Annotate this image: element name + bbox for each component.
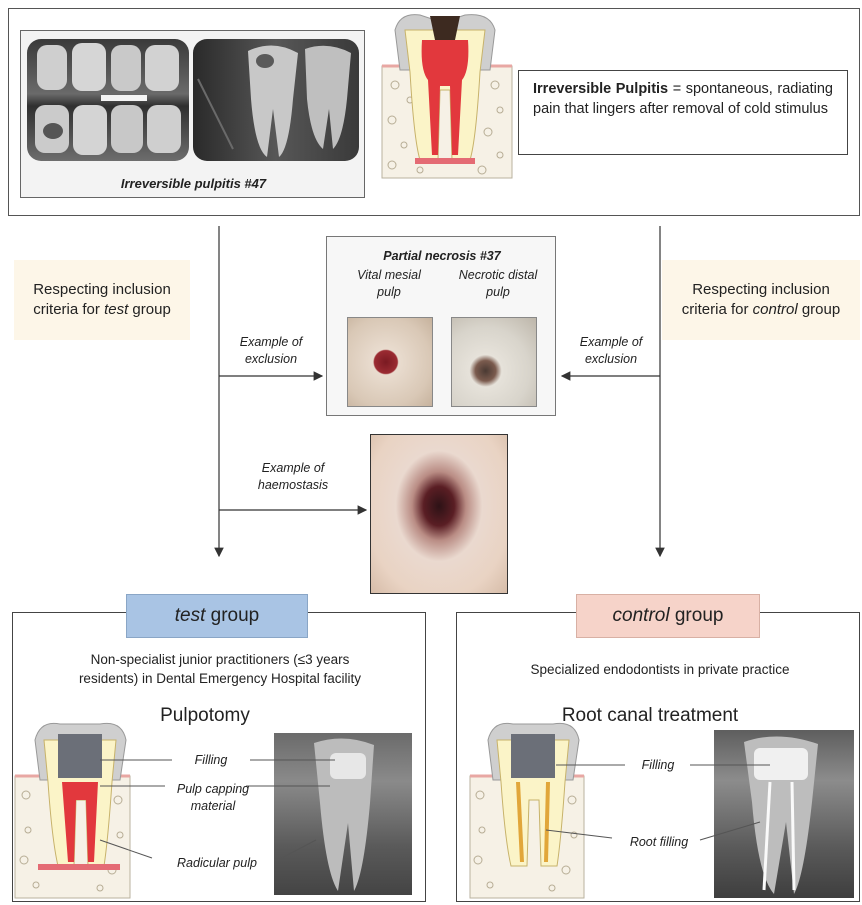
root-filling-label: Root filling xyxy=(614,834,704,851)
rct-filling-label: Filling xyxy=(628,757,688,774)
